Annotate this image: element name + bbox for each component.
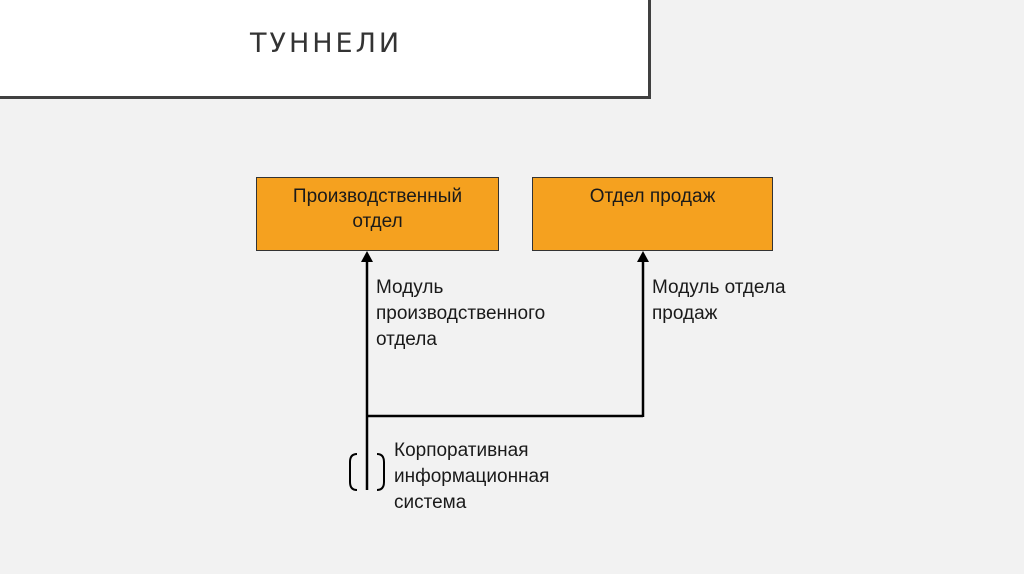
- sales-arrowhead: [637, 251, 649, 262]
- left-bracket: [349, 453, 358, 491]
- slide-title: ТУННЕЛИ: [250, 28, 403, 59]
- production-module-label: Модуль производственного отдела: [376, 277, 546, 350]
- right-bracket: [376, 453, 385, 491]
- title-panel: ТУННЕЛИ: [0, 0, 651, 99]
- production-department-box: Производственный отдел: [256, 177, 499, 251]
- corporate-system-label: Корпоративная информационная система: [394, 440, 550, 513]
- production-arrowhead: [361, 251, 373, 262]
- sales-department-label: Отдел продаж: [589, 186, 716, 207]
- sales-department-box: Отдел продаж: [532, 177, 773, 251]
- production-department-label: Производственный отдел: [292, 186, 463, 232]
- sales-module-label: Модуль отдела продаж: [652, 277, 786, 324]
